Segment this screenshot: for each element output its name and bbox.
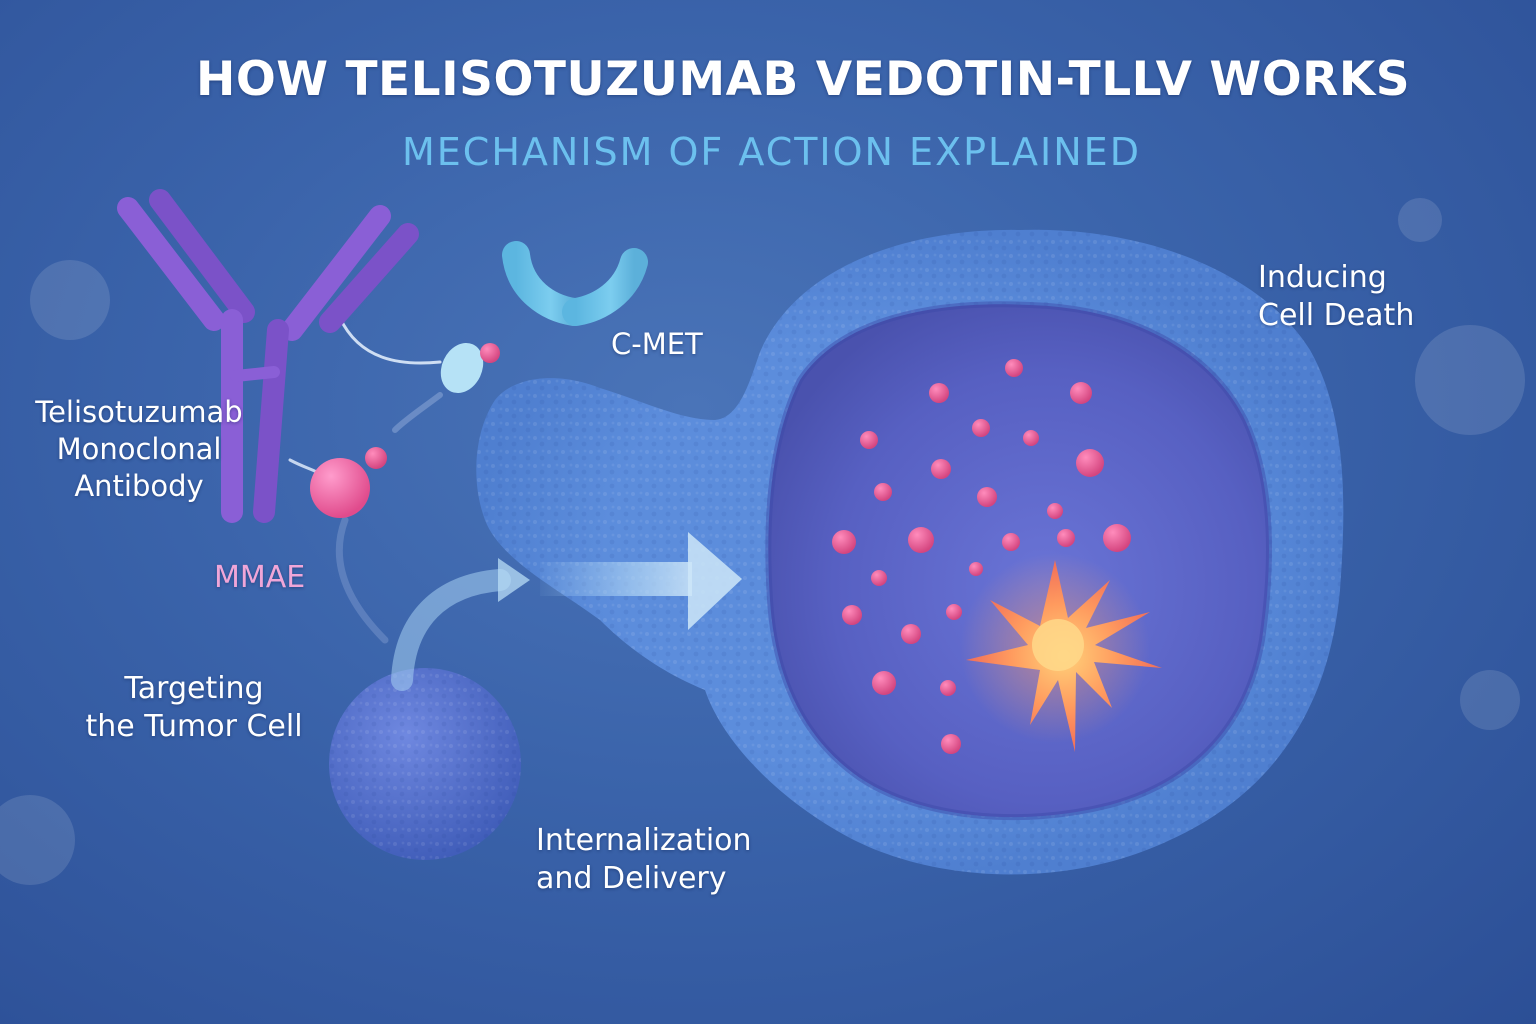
curved-arrow <box>391 569 511 691</box>
page-title: HOW TELISOTUZUMAB VEDOTIN-TLLV WORKS <box>196 52 1411 107</box>
linker-strands <box>288 316 443 644</box>
c-met-label: C-MET <box>611 327 703 361</box>
cell-death-label: Inducing Cell Death <box>1258 260 1415 334</box>
internalization-label: Internalization and Delivery <box>536 823 752 897</box>
targeting-label: Targeting the Tumor Cell <box>85 671 303 745</box>
small-tumor-cell-icon <box>329 668 521 860</box>
curved-arrow-head-icon <box>498 558 530 602</box>
background-bokeh <box>0 198 1525 885</box>
c-met-receptor-icon <box>502 241 648 444</box>
page-subtitle: MECHANISM OF ACTION EXPLAINED <box>402 130 1141 174</box>
antibody-label: Telisotuzumab Monoclonal Antibody <box>35 395 243 504</box>
mmae-payload-icon <box>310 342 500 518</box>
cell-death-burst-icon <box>960 553 1162 752</box>
arrow-right-icon <box>540 532 742 630</box>
tumor-cell-icon <box>476 229 1344 875</box>
antibody-icon <box>117 189 419 523</box>
mmae-label: MMAE <box>214 560 306 595</box>
intracellular-mmae-dots <box>832 359 1131 754</box>
